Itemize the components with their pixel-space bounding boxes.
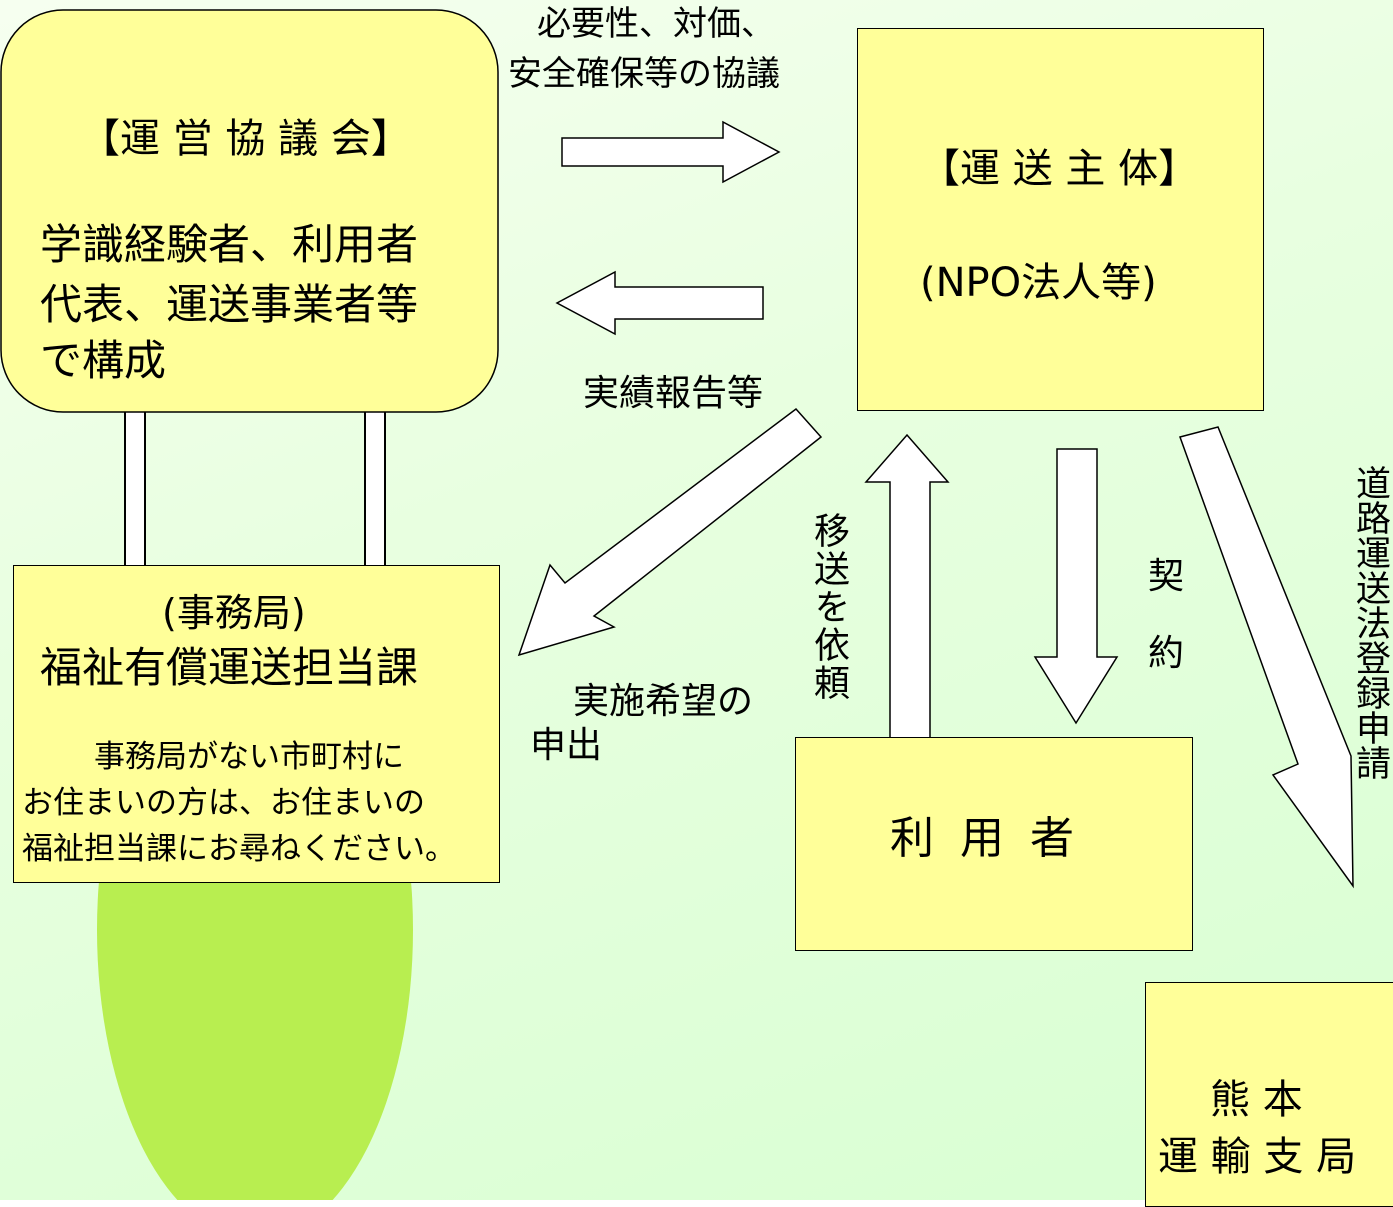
operator-title: 【運 送 主 体】 bbox=[920, 146, 1199, 192]
council-body-line: 代表、運送事業者等 bbox=[40, 280, 419, 329]
secretariat-title: (事務局) bbox=[162, 591, 306, 635]
bureau-line1: 熊 本 bbox=[1210, 1077, 1303, 1123]
secretariat-box bbox=[13, 565, 500, 883]
operator-subtitle: (NPO法人等) bbox=[920, 260, 1157, 306]
secretariat-note-line: お住まいの方は、お住まいの bbox=[22, 785, 425, 821]
council-body-line: で構成 bbox=[40, 336, 167, 385]
contract-label-1: 契 bbox=[1148, 556, 1185, 597]
consult-label-line2: 安全確保等の協議 bbox=[508, 54, 780, 94]
user-label: 利 用 者 bbox=[890, 813, 1080, 864]
request-arrow bbox=[864, 433, 950, 740]
request-label: 移送を依頼 bbox=[808, 512, 849, 702]
council-connector bbox=[124, 409, 386, 571]
council-body-line: 学識経験者、利用者 bbox=[40, 220, 419, 269]
consult-arrow bbox=[561, 120, 781, 184]
council-title: 【運 営 協 議 会】 bbox=[80, 116, 411, 162]
contract-arrow bbox=[1033, 448, 1119, 725]
secretariat-dept: 福祉有償運送担当課 bbox=[40, 643, 419, 692]
secretariat-note-line: 事務局がない市町村に bbox=[94, 739, 404, 775]
report-label: 実績報告等 bbox=[583, 373, 764, 414]
registration-arrow bbox=[1179, 426, 1354, 889]
apply-arrow bbox=[517, 407, 823, 657]
bureau-line2: 運 輸 支 局 bbox=[1158, 1134, 1357, 1180]
contract-label-2: 約 bbox=[1148, 633, 1185, 674]
operator-box bbox=[857, 28, 1264, 411]
bureau-box bbox=[1145, 982, 1393, 1207]
apply-label-line1: 実施希望の bbox=[573, 681, 754, 722]
registration-label: 道路運送法登録申請 bbox=[1350, 465, 1390, 780]
user-box bbox=[795, 737, 1193, 951]
consult-label-line1: 必要性、対価、 bbox=[537, 4, 775, 44]
report-arrow bbox=[555, 270, 764, 336]
apply-label-line2: 申出 bbox=[530, 725, 603, 766]
council-box bbox=[0, 9, 499, 413]
secretariat-note-line: 福祉担当課にお尋ねください。 bbox=[22, 831, 456, 867]
